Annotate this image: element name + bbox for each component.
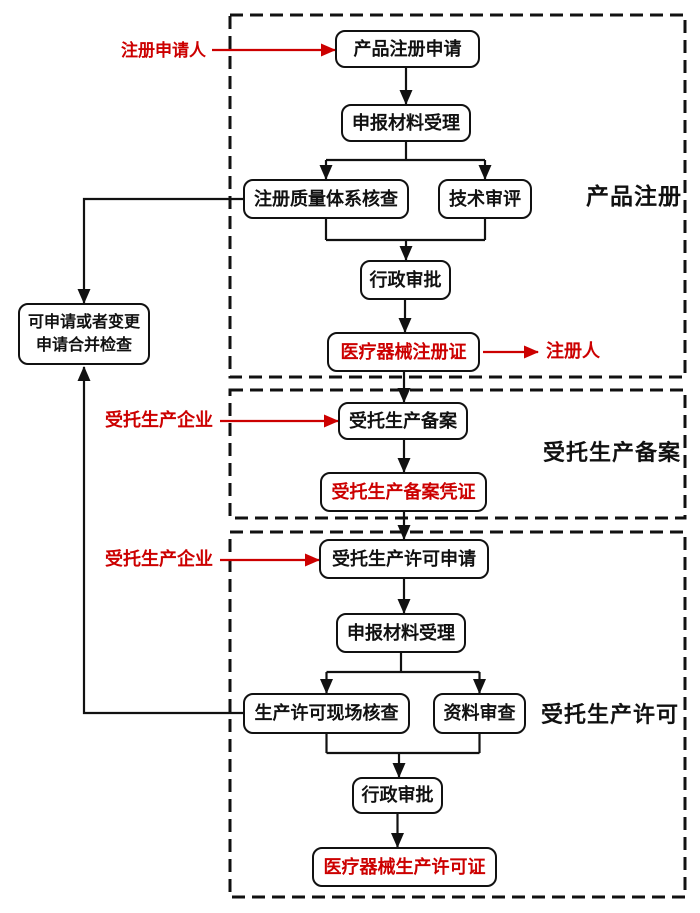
node-document-review: 资料审查 bbox=[433, 693, 526, 734]
arrow-site-inspection-to-combined-box bbox=[77, 366, 243, 715]
node-administrative-approval-2: 行政审批 bbox=[352, 777, 443, 814]
label-section-entrusted-production-filing: 受托生产备案 bbox=[543, 440, 682, 465]
label-section-product-registration: 产品注册 bbox=[586, 184, 682, 209]
section-product-registration-frame bbox=[228, 13, 687, 379]
node-entrusted-production-filing-certificate: 受托生产备案凭证 bbox=[320, 472, 487, 512]
flow-arrows bbox=[77, 68, 492, 848]
node-product-registration-application: 产品注册申请 bbox=[335, 30, 480, 68]
section-entrusted-license-frame bbox=[228, 530, 687, 899]
node-technical-review: 技术审评 bbox=[438, 179, 532, 219]
arrow-quality-inspection-to-combined-box bbox=[77, 197, 243, 304]
node-administrative-approval-1: 行政审批 bbox=[360, 260, 451, 300]
node-combined-inspection-line1: 可申请或者变更 bbox=[27, 314, 140, 331]
label-entrusted-manufacturer-1: 受托生产企业 bbox=[105, 410, 213, 430]
node-combined-inspection: 可申请或者变更 申请合并检查 bbox=[18, 303, 150, 365]
label-registration-applicant: 注册申请人 bbox=[121, 41, 206, 60]
section-entrusted-filing-frame bbox=[228, 388, 687, 520]
label-registrant: 注册人 bbox=[546, 341, 600, 361]
annotation-arrows bbox=[212, 43, 539, 567]
label-section-entrusted-production-license: 受托生产许可 bbox=[541, 702, 680, 727]
node-entrusted-production-license-application: 受托生产许可申请 bbox=[319, 539, 489, 579]
node-combined-inspection-line2: 申请合并检查 bbox=[35, 337, 132, 354]
label-entrusted-manufacturer-2: 受托生产企业 bbox=[105, 549, 213, 569]
node-application-materials-acceptance-2: 申报材料受理 bbox=[336, 613, 466, 653]
node-entrusted-production-filing: 受托生产备案 bbox=[338, 402, 468, 440]
node-production-license-site-inspection: 生产许可现场核查 bbox=[243, 693, 410, 734]
node-application-materials-acceptance-1: 申报材料受理 bbox=[341, 104, 471, 142]
node-registration-quality-system-inspection: 注册质量体系核查 bbox=[243, 179, 409, 219]
node-medical-device-registration-certificate: 医疗器械注册证 bbox=[327, 332, 480, 372]
node-medical-device-production-license: 医疗器械生产许可证 bbox=[312, 847, 497, 887]
